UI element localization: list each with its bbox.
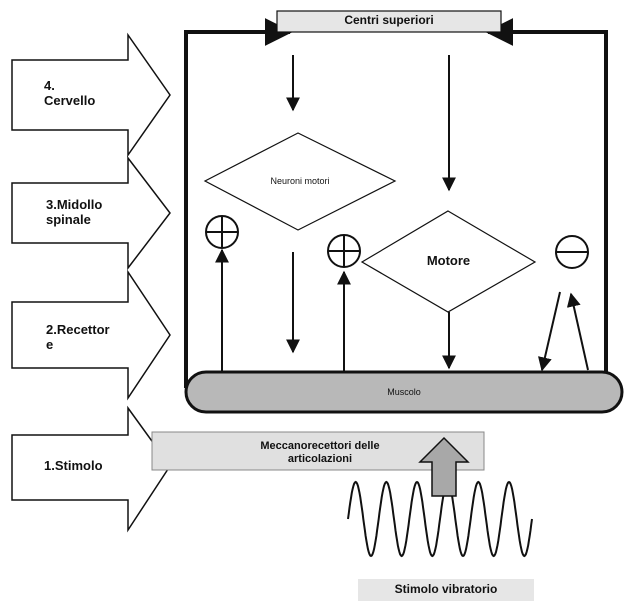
stage-arrow-cervello xyxy=(11,32,171,158)
neuroni-motori-diamond xyxy=(203,132,397,231)
frame-left xyxy=(184,18,293,388)
arrow-minus-down xyxy=(538,291,561,372)
vibration-up-arrow xyxy=(418,436,470,497)
plus-circle-left xyxy=(205,215,239,249)
stimolo-vibratorio-label: Stimolo vibratorio xyxy=(394,582,498,596)
minus-circle xyxy=(555,235,589,269)
meccanorecettori-label: Meccanorecettori delle articolazioni xyxy=(260,440,380,465)
muscolo-shape xyxy=(184,370,624,414)
stage-label-midollo: 3.Midollo spinale xyxy=(46,197,103,227)
stage-arrow-stimolo xyxy=(11,405,171,533)
frame-right xyxy=(485,18,608,388)
motore-label: Motore xyxy=(426,253,471,268)
arrow-minus-up xyxy=(566,292,589,371)
stage-arrow-recettore xyxy=(11,269,171,401)
stimolo-vibratorio-box xyxy=(358,579,534,601)
centri-superiori-box xyxy=(276,10,502,33)
stage-label-recettore: 2.Recettor e xyxy=(46,322,110,352)
stage-label-stimolo: 1.Stimolo xyxy=(44,458,103,473)
stage-arrow-midollo xyxy=(11,155,171,271)
stage-label-cervello: 4. Cervello xyxy=(44,78,96,108)
muscolo-label: Muscolo xyxy=(387,387,421,397)
centri-superiori-label: Centri superiori xyxy=(344,13,434,27)
plus-circle-mid xyxy=(327,234,361,268)
meccanorecettori-box xyxy=(151,431,485,471)
neuroni-motori-label: Neuroni motori xyxy=(270,176,330,186)
vibration-wave xyxy=(347,480,533,558)
